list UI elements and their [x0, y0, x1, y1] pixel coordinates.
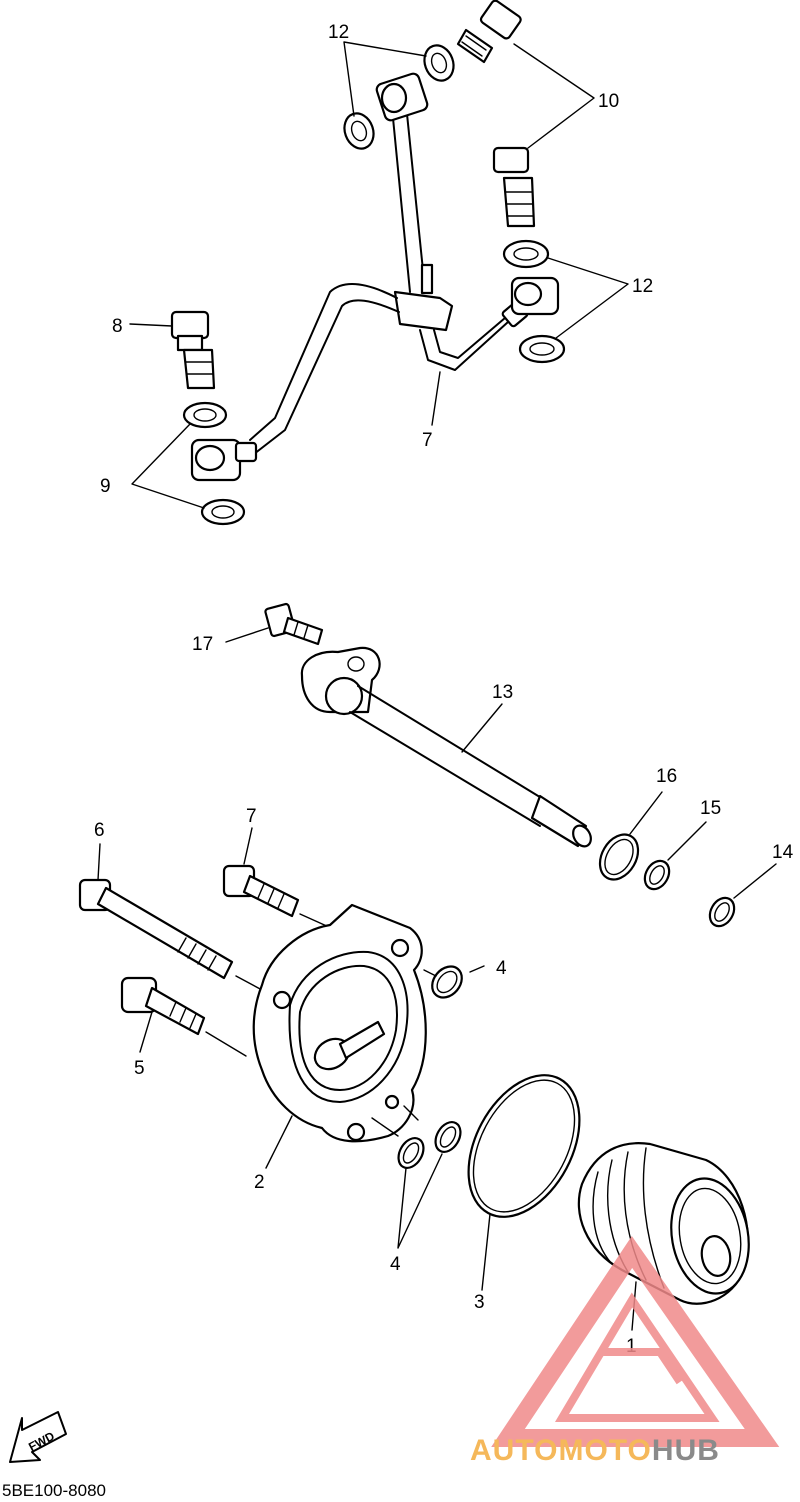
watermark-text: AUTOMOTOHUB: [470, 1434, 720, 1467]
union-bolt-upper: [456, 0, 522, 64]
union-bolt-lower: [492, 146, 536, 228]
gasket-10-b: [200, 498, 246, 526]
gasket-12-top-b: [343, 112, 375, 150]
callout-13: 13: [492, 682, 513, 703]
watermark-text-part2: HUB: [652, 1434, 720, 1467]
callout-11: 10: [598, 91, 619, 112]
callout-15: 15: [700, 798, 721, 819]
bolt-6: [78, 878, 234, 980]
callout-7: 7: [246, 806, 257, 827]
oil-filter-cover: [252, 903, 427, 1143]
callout-4-top: 4: [496, 958, 507, 979]
gasket-12-top-a: [423, 44, 455, 82]
callout-8: 7: [422, 430, 433, 451]
oil-delivery-pipe: [190, 72, 560, 482]
callout-9: 8: [112, 316, 123, 337]
gasket-12-right-b: [518, 334, 566, 364]
drawing-code: 5BE100-8080: [2, 1481, 106, 1500]
watermark-logo: [491, 1236, 780, 1447]
callout-5: 5: [134, 1058, 145, 1079]
callout-1: 1: [626, 1336, 637, 1357]
o-ring-4-lower-b: [434, 1120, 462, 1154]
o-ring-16: [598, 833, 640, 881]
callout-12-top: 12: [328, 22, 349, 43]
callout-6: 6: [94, 820, 105, 841]
callout-12-right: 12: [632, 276, 653, 297]
watermark-text-part1: AUTOMOTO: [470, 1434, 652, 1467]
bolt-5: [120, 976, 206, 1036]
callout-16: 16: [656, 766, 677, 787]
o-ring-3: [467, 1074, 581, 1218]
bolt-7: [222, 864, 300, 918]
callout-14: 14: [772, 842, 794, 863]
callout-17: 17: [192, 634, 213, 655]
bolt-17: [264, 602, 324, 646]
o-ring-4-top: [431, 965, 463, 999]
union-bolt-left: [170, 310, 216, 390]
o-ring-15: [643, 859, 671, 891]
callout-4-bottom: 4: [390, 1254, 401, 1275]
oil-pipe-13: [300, 646, 592, 848]
o-ring-14: [708, 896, 736, 928]
gasket-10-a: [182, 401, 228, 429]
gasket-12-right-a: [502, 239, 550, 269]
o-ring-4-lower-a: [397, 1136, 425, 1170]
callout-3: 3: [474, 1292, 485, 1313]
callout-2: 2: [254, 1172, 265, 1193]
callout-10: 9: [100, 476, 111, 497]
fwd-arrow-icon: FWD: [9, 1411, 67, 1463]
